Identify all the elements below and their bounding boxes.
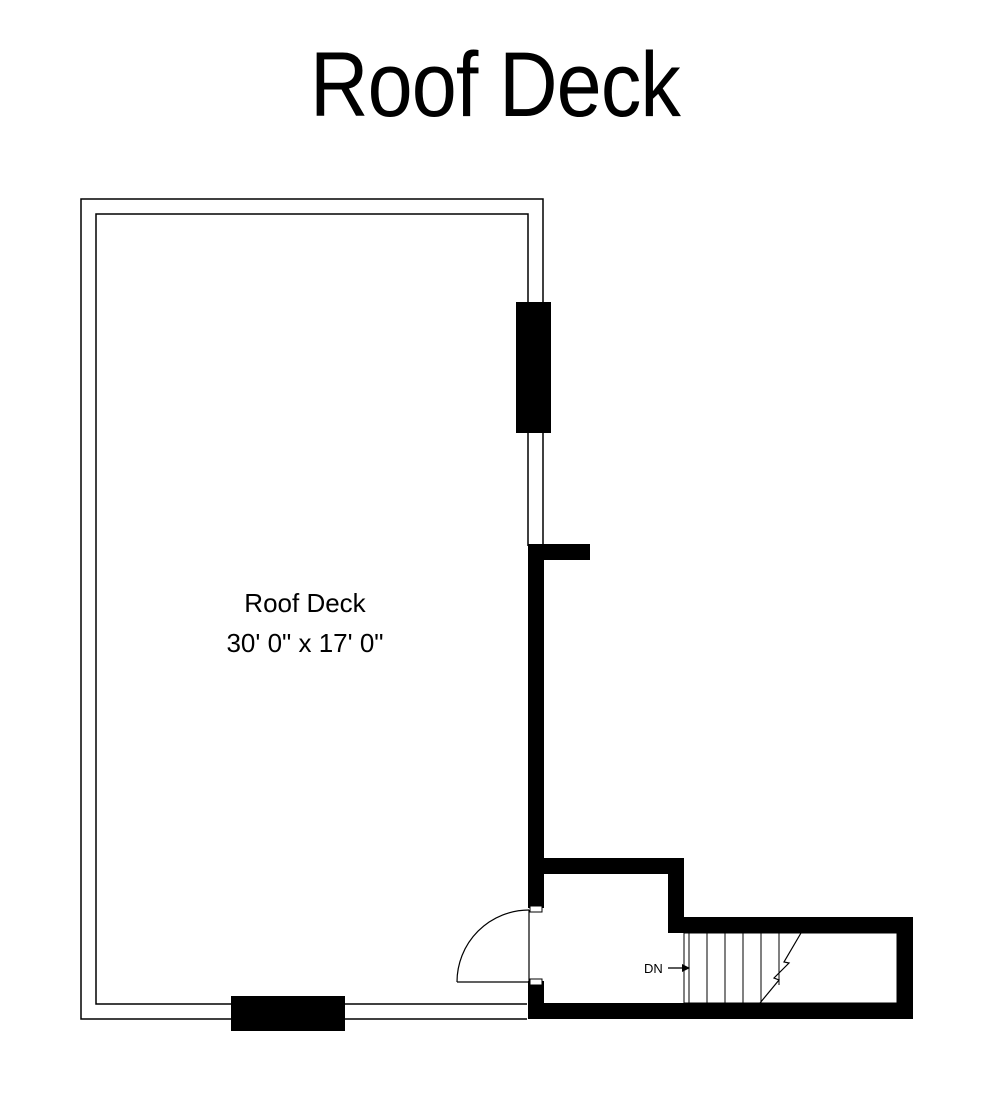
page-title: Roof Deck [309,34,681,136]
room-dimensions: 30' 0" x 17' 0" [226,628,383,658]
door-swing [456,909,530,983]
bottom-wall-block [231,996,345,1031]
bulkhead-walls [528,544,913,1019]
stair-direction-label: DN [644,961,663,976]
stair-direction-arrow-icon [668,964,690,972]
door-jamb-top [529,905,543,913]
stair-well [683,932,898,1004]
stair-break-line [759,932,802,1004]
chimney-block [516,302,551,433]
door-jamb-bottom [529,978,543,986]
room-name: Roof Deck [244,588,366,618]
stair-treads [688,933,780,1003]
